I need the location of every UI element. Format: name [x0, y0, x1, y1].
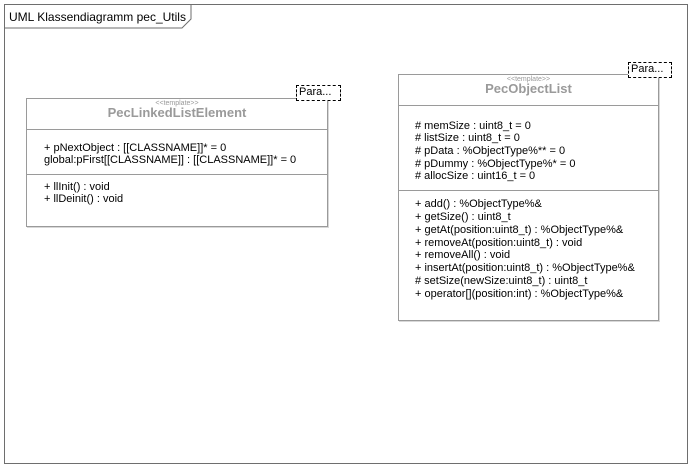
operation-row[interactable]: + operator[](position:int) : %ObjectType… — [415, 288, 624, 300]
operation-row[interactable]: # setSize(newSize:uint8_t) : uint8_t — [415, 275, 588, 287]
class-stereotype: <<template>> — [155, 100, 199, 107]
class-name: PecLinkedListElement — [107, 105, 247, 120]
attribute-row[interactable]: global:pFirst[[CLASSNAME]] : [[CLASSNAME… — [44, 154, 297, 166]
attribute-row[interactable]: # pDummy : %ObjectType%* = 0 — [415, 158, 576, 170]
operation-row[interactable]: + removeAt(position:uint8_t) : void — [415, 237, 583, 249]
attribute-row[interactable]: # allocSize : uint16_t = 0 — [415, 170, 536, 182]
compartment-divider — [399, 105, 658, 106]
frame-title-tab — [5, 5, 192, 29]
compartment-divider — [27, 174, 327, 175]
operation-row[interactable]: + insertAt(position:uint8_t) : %ObjectTy… — [415, 262, 635, 274]
attribute-row[interactable]: + pNextObject : [[CLASSNAME]]* = 0 — [44, 142, 227, 154]
operation-row[interactable]: + getAt(position:uint8_t) : %ObjectType%… — [415, 224, 624, 236]
compartment-divider — [27, 129, 327, 130]
diagram-title: UML Klassendiagramm pec_Utils — [9, 10, 186, 24]
attribute-row[interactable]: # pData : %ObjectType%** = 0 — [415, 145, 566, 157]
operation-row[interactable]: + getSize() : uint8_t — [415, 211, 511, 223]
class-pec-linked-list-element[interactable]: <<template>> PecLinkedListElement + pNex… — [26, 98, 328, 227]
operation-row[interactable]: + removeAll() : void — [415, 249, 511, 261]
class-stereotype: <<template>> — [506, 76, 551, 83]
class-name: PecObjectList — [485, 81, 572, 96]
compartment-divider — [399, 190, 658, 191]
operation-row[interactable]: + llInit() : void — [44, 181, 110, 193]
attribute-row[interactable]: # memSize : uint8_t = 0 — [415, 120, 531, 132]
operation-row[interactable]: + add() : %ObjectType%& — [415, 198, 542, 210]
template-parameter-box[interactable]: Para... — [628, 62, 672, 78]
class-pec-object-list[interactable]: <<template>> PecObjectList # memSize : u… — [398, 74, 659, 321]
attribute-row[interactable]: # listSize : uint8_t = 0 — [415, 132, 520, 144]
template-parameter-box[interactable]: Para... — [296, 85, 341, 101]
operation-row[interactable]: + llDeinit() : void — [44, 193, 124, 205]
